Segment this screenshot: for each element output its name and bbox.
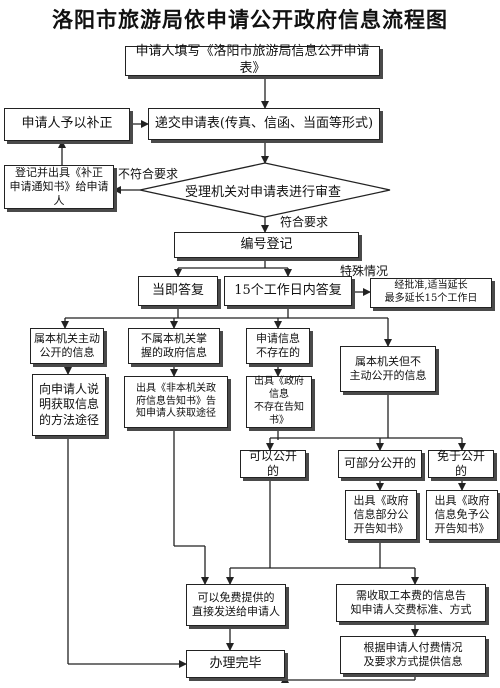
meet-label: 符合要求 (280, 215, 329, 229)
review-diamond (139, 162, 391, 218)
cat-not-public-step: 属本机关但不 主动公开的信息 (340, 346, 436, 392)
cat-public-step: 属本机关主动 公开的信息 (30, 328, 104, 364)
correct-step: 申请人予以补正 (4, 108, 130, 141)
special-label: 特殊情况 (340, 264, 389, 278)
notice-not-ours-step: 出具《非本机关政 府信息告知书》告 知申请人获取途径 (124, 376, 228, 428)
notice-partial-step: 出具《政府 信息部分公 开告知书》 (345, 490, 417, 540)
explain-step: 向申请人说 明获取信息 的方法途径 (32, 374, 106, 436)
review-step-label: 受理机关对申请表进行审查 (184, 184, 341, 200)
reply-15-step: 15个工作日内答复 (224, 276, 352, 306)
free-provide-step: 可以免费提供的 直接发送给申请人 (186, 584, 286, 626)
register-step: 编号登记 (174, 232, 359, 258)
not-meet-label: 不符合要求 (118, 167, 179, 181)
provide-by-pay-step: 根据申请人付费情况 及要求方式提供信息 (340, 636, 486, 674)
exempt-step: 免于公开的 (428, 449, 494, 478)
notice-correct-step: 登记并出具《补正 申请通知书》给申请人 (4, 165, 114, 209)
notice-not-exist-step: 出具《政府信息 不存在告知书》 (246, 376, 312, 428)
can-public-step: 可以公开的 (240, 449, 306, 478)
apply-form-step: 申请人填写《洛阳市旅游局信息公开申请表》 (125, 44, 380, 76)
page-title: 洛阳市旅游局依申请公开政府信息流程图 (52, 7, 448, 32)
extend-step: 经批准,适当延长 最多延长15个工作日 (370, 278, 492, 308)
cat-not-exist-step: 申请信息 不存在的 (246, 328, 310, 364)
submit-step: 递交申请表(传真、信函、当面等形式) (148, 108, 380, 140)
cat-not-ours-step: 不属本机关掌 握的政府信息 (128, 328, 220, 364)
fee-notice-step: 需收取工本费的信息告 知申请人交费标准、方式 (336, 584, 486, 622)
notice-exempt-step: 出具《政府 信息免予公 开告知书》 (426, 490, 498, 540)
reply-now-step: 当即答复 (138, 276, 218, 306)
done-step: 办理完毕 (186, 650, 285, 678)
partial-public-step: 可部分公开的 (338, 450, 422, 478)
